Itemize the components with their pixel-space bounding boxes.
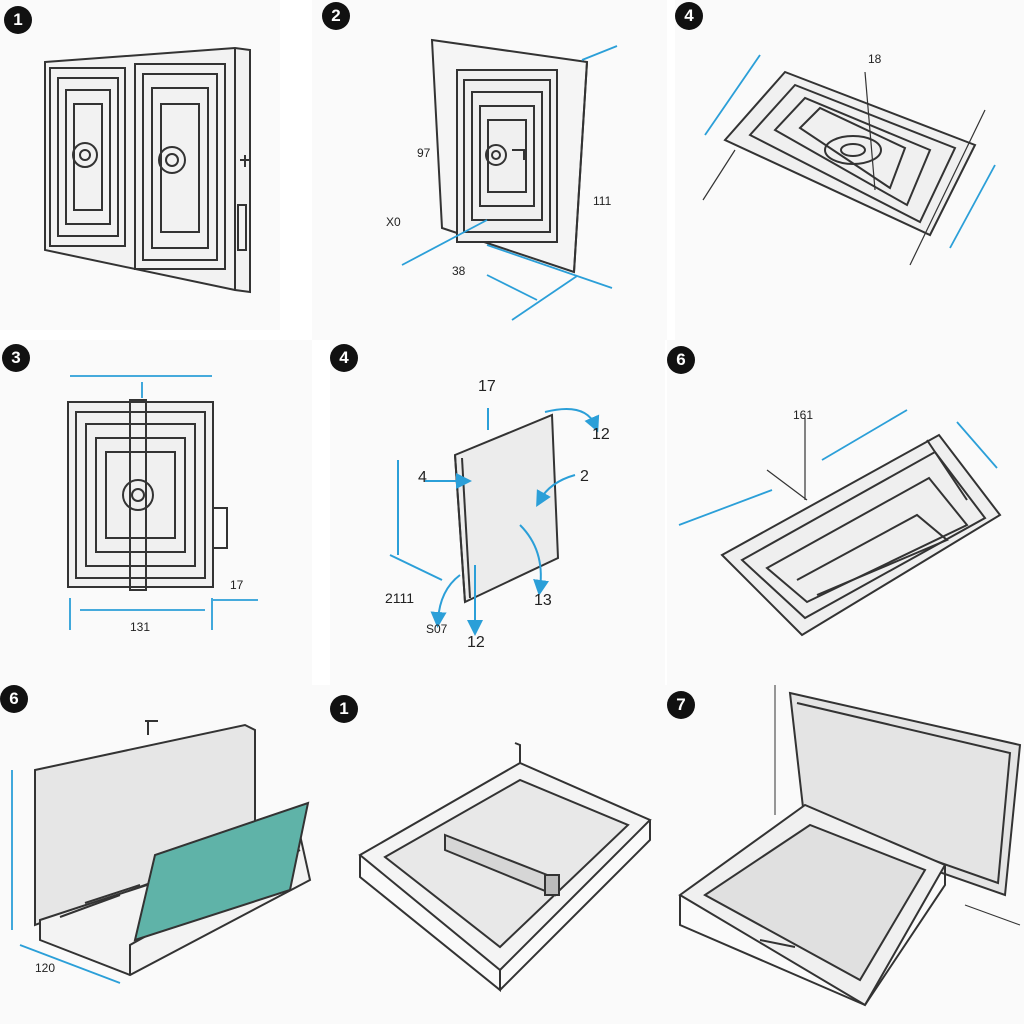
step-badge: 6 <box>0 685 28 713</box>
dimension-label: 2 <box>580 468 589 485</box>
panel-9: 7 <box>665 685 1024 1024</box>
dimension-label: 4 <box>418 469 427 486</box>
step-badge: 3 <box>2 344 30 372</box>
dimension-label: S07 <box>426 622 448 636</box>
dimension-label: 12 <box>467 634 485 651</box>
dimension-label: 17 <box>230 578 244 592</box>
dimension-label: 38 <box>452 264 466 278</box>
dimension-label: X0 <box>386 215 401 229</box>
panel-1: 1 <box>0 0 280 330</box>
panel-7-drawing <box>11 720 312 984</box>
step-badge: 7 <box>667 691 695 719</box>
panel-2-drawing <box>401 38 618 321</box>
step-badge: 2 <box>322 2 350 30</box>
dimension-label: 13 <box>534 592 552 609</box>
step-badge: 6 <box>667 346 695 374</box>
panel-3-drawing <box>702 54 996 266</box>
panel-4-drawing <box>67 375 258 630</box>
step-badge: 1 <box>330 695 358 723</box>
panel-4: 131 17 3 <box>0 340 312 685</box>
dimension-label: 120 <box>35 961 56 975</box>
panel-8: 1 <box>330 685 665 1024</box>
panel-2: 97 111 X0 38 2 <box>312 0 667 340</box>
dimension-label: 17 <box>478 378 496 395</box>
dimension-label: 161 <box>793 408 814 422</box>
dimension-label: 131 <box>130 620 151 634</box>
step-badge: 1 <box>4 6 32 34</box>
panel-6: 161 6 <box>667 340 1024 685</box>
panel-5: 17 12 4 2 2111 13 S07 12 4 <box>330 340 665 685</box>
step-badge: 4 <box>675 2 703 30</box>
step-badge: 4 <box>330 344 358 372</box>
panel-8-drawing <box>358 742 652 993</box>
panel-5-drawing <box>389 408 600 636</box>
dimension-label: 111 <box>593 194 612 208</box>
panel-9-drawing <box>678 685 1022 1007</box>
panel-6-drawing <box>678 409 1002 637</box>
dimension-label: 18 <box>868 52 882 66</box>
dimension-label: 2111 <box>385 590 415 606</box>
panel-7: 120 6 <box>0 685 330 1024</box>
panel-3: 18 4 <box>675 0 1024 340</box>
dimension-label: 12 <box>592 426 610 443</box>
dimension-label: 97 <box>417 146 431 160</box>
panel-1-drawing <box>44 46 251 294</box>
